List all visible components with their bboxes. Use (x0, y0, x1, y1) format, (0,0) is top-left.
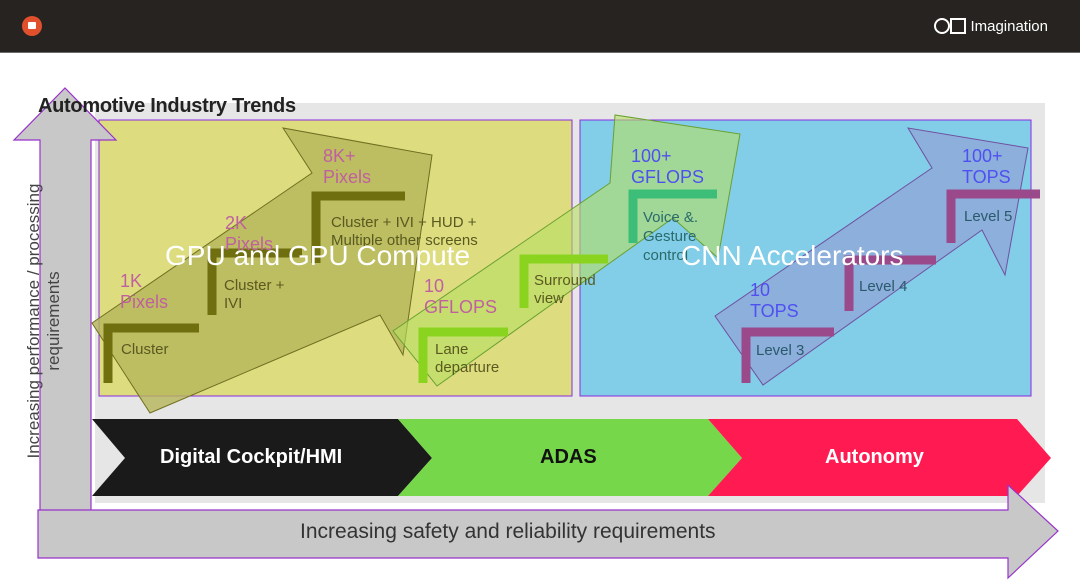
step-label: Level 5 (964, 208, 1013, 225)
step-label: Level 3 (756, 342, 805, 359)
step-marker (844, 255, 936, 311)
segment-label-cockpit: Digital Cockpit/HMI (160, 446, 343, 468)
slide-graphics (12, 87, 1059, 580)
slide: Automotive Industry Trends 1K Pixels Clu… (0, 53, 1080, 586)
brand-name: Imagination (970, 17, 1048, 35)
y-axis-label: Increasing performance / processing requ… (24, 151, 64, 491)
y-axis-arrow (12, 87, 118, 514)
y-axis-label-line1: Increasing performance / processing (24, 183, 43, 459)
segment-label-autonomy: Autonomy (825, 446, 924, 468)
x-axis-label: Increasing safety and reliability requir… (300, 520, 716, 543)
step-label: Lane departure (435, 341, 500, 376)
step-label: Surround view (534, 272, 596, 307)
brand-logo: Imagination (934, 15, 1048, 37)
step-value: 100+ GFLOPS (631, 146, 705, 187)
step-marker (418, 327, 508, 383)
step-value: 2K Pixels (225, 213, 274, 254)
step-marker (207, 248, 302, 315)
step-marker (946, 189, 1040, 243)
step-label: Voice &. Gesture control (643, 209, 699, 264)
segment-label-adas: ADAS (540, 446, 597, 468)
step-label: Cluster + IVI (224, 277, 285, 312)
step-label: Cluster + IVI + HUD + Multiple other scr… (331, 214, 478, 249)
step-value: 1K Pixels (120, 271, 169, 312)
y-axis-label-line2: requirements (44, 271, 63, 371)
x-axis-arrow (37, 483, 1059, 580)
step-value: 100+ TOPS (962, 146, 1011, 187)
step-marker (741, 327, 834, 383)
step-marker (103, 323, 199, 383)
logo-circle-icon (934, 18, 951, 34)
cnn-panel-title: CNN Accelerators (681, 240, 904, 271)
step-marker (311, 191, 405, 263)
step-marker (628, 189, 717, 243)
segment-chevron-cockpit (92, 419, 432, 496)
step-value: 10 TOPS (750, 280, 799, 321)
gpu-panel-title: GPU and GPU Compute (165, 240, 471, 271)
step-label: Cluster (121, 341, 169, 358)
step-marker (519, 254, 608, 308)
top-bar: Imagination (0, 0, 1080, 53)
step-value: 10 GFLOPS (424, 276, 498, 317)
slide-title: Automotive Industry Trends (38, 95, 296, 117)
step-label: Level 4 (859, 278, 908, 295)
adas-trend-arrow (392, 114, 741, 387)
step-value: 8K+ Pixels (323, 146, 372, 187)
segment-chevron-adas (398, 419, 742, 496)
presentation-icon[interactable] (22, 16, 42, 36)
logo-square-icon (950, 18, 967, 34)
segment-chevron-autonomy (708, 419, 1051, 496)
